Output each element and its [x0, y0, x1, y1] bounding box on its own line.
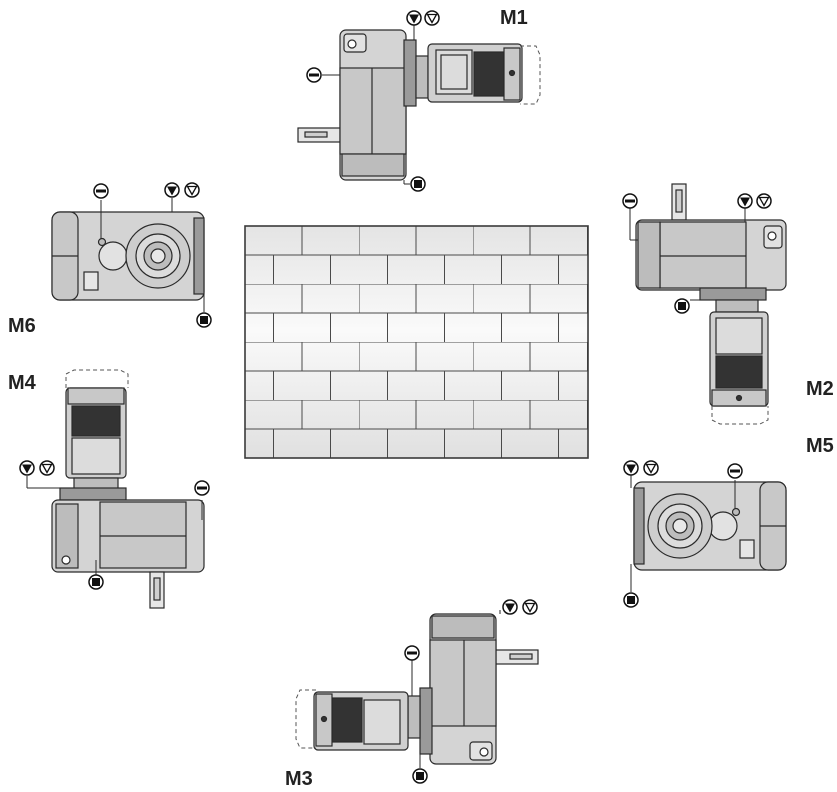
oil-level-icon	[404, 645, 420, 661]
gear-unit-m3	[295, 610, 539, 768]
label-m2: M2	[806, 378, 834, 400]
label-m6: M6	[8, 315, 36, 337]
gear-unit-m5	[630, 474, 787, 592]
oil-drain-icon	[412, 768, 428, 784]
vent-filled-icon	[623, 460, 639, 476]
oil-drain-icon	[674, 298, 690, 314]
vent-filled-icon	[19, 460, 35, 476]
vent-outline-icon	[756, 193, 772, 209]
oil-drain-icon	[623, 592, 639, 608]
oil-level-icon	[622, 193, 638, 209]
gear-unit-m2	[629, 183, 787, 425]
label-m5: M5	[806, 435, 834, 457]
vent-filled-icon	[737, 193, 753, 209]
vent-outline-icon	[643, 460, 659, 476]
gear-unit-m1	[297, 24, 541, 185]
gear-unit-m4	[26, 369, 205, 609]
oil-drain-icon	[196, 312, 212, 328]
oil-drain-icon	[410, 176, 426, 192]
vent-filled-icon	[164, 182, 180, 198]
vent-outline-icon	[424, 10, 440, 26]
vent-outline-icon	[522, 599, 538, 615]
vent-filled-icon	[502, 599, 518, 615]
vent-outline-icon	[39, 460, 55, 476]
label-m3: M3	[285, 768, 313, 790]
oil-level-icon	[727, 463, 743, 479]
oil-level-icon	[306, 67, 322, 83]
gear-unit-m6	[51, 198, 205, 312]
oil-level-icon	[194, 480, 210, 496]
oil-drain-icon	[88, 574, 104, 590]
vent-outline-icon	[184, 182, 200, 198]
brick-wall	[244, 225, 589, 459]
label-m1: M1	[500, 7, 528, 29]
oil-level-icon	[93, 183, 109, 199]
vent-filled-icon	[406, 10, 422, 26]
label-m4: M4	[8, 372, 36, 394]
